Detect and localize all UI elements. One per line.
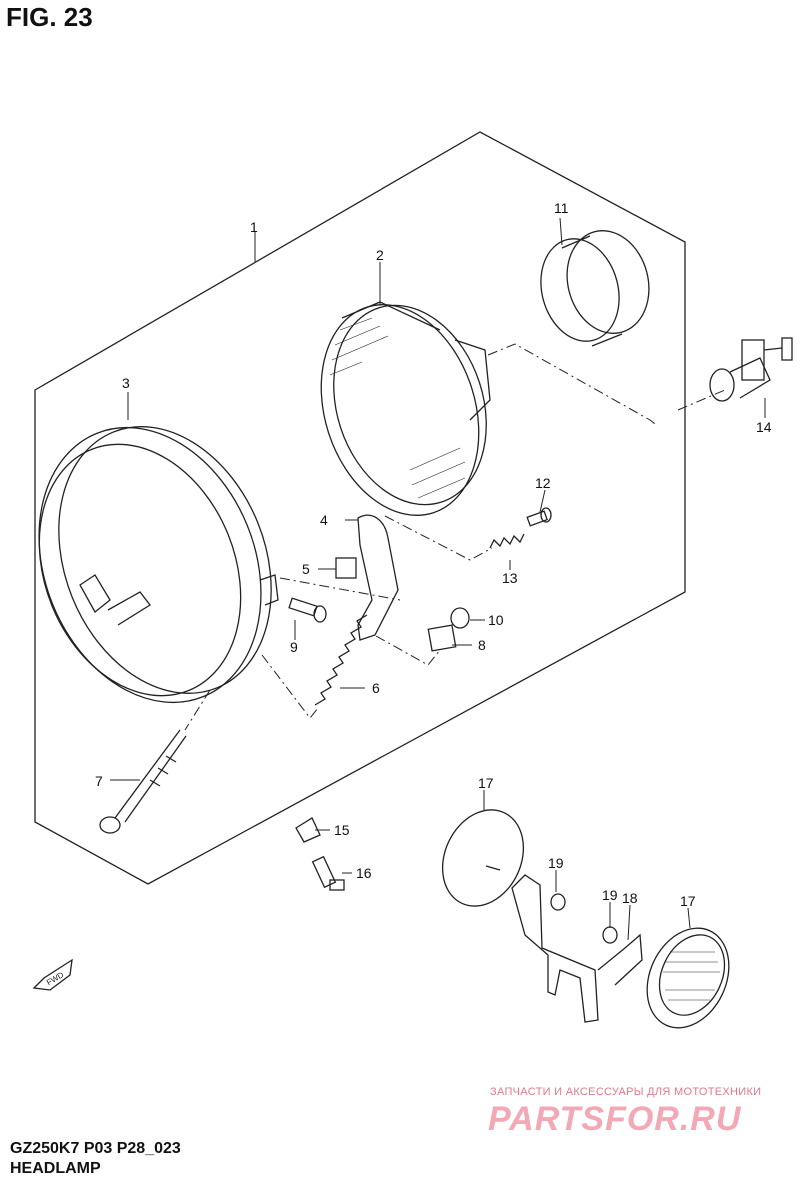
spring-6 [314,614,368,706]
spring-13 [489,533,525,549]
bulb-cover [540,230,650,347]
callout-7: 7 [95,773,103,789]
callout-13: 13 [502,570,518,586]
bulb [709,337,793,402]
callout-17-right: 17 [680,893,696,909]
reflector-17-left [441,809,525,907]
bolt-16 [311,855,345,891]
callout-15: 15 [334,822,350,838]
callout-3: 3 [122,375,130,391]
watermark-caption: ЗАПЧАСТИ И АКСЕССУАРЫ ДЛЯ МОТОТЕХНИКИ [490,1086,762,1098]
callout-19-bottom: 19 [602,887,618,903]
nut-5 [335,557,357,579]
callout-8: 8 [478,637,486,653]
callout-17-left: 17 [478,775,494,791]
adjusting-screw-7 [99,729,187,834]
leader-lines [110,217,766,941]
bracket-18 [511,874,599,1023]
headlamp-rim [38,426,279,704]
callout-12: 12 [535,475,551,491]
grommet-15 [295,817,321,843]
callout-16: 16 [356,865,372,881]
callout-11: 11 [554,200,569,216]
callout-18: 18 [622,890,638,906]
callout-2: 2 [376,247,384,263]
callout-6: 6 [372,680,380,696]
figure-title: FIG. 23 [6,2,93,32]
callout-10: 10 [488,612,504,628]
assembly-box [34,131,686,885]
part-name: HEADLAMP [10,1160,101,1177]
screw-9 [288,597,327,623]
callout-9: 9 [290,639,298,655]
fwd-arrow-icon [32,958,73,991]
nut-19b [602,926,618,944]
callout-19-top: 19 [548,855,564,871]
callout-14: 14 [756,419,772,435]
callout-1: 1 [250,219,258,235]
screw-12 [526,507,552,527]
watermark-logo: PARTSFOR.RU [488,1100,742,1138]
model-code: GZ250K7 P03 P28_023 [10,1140,181,1157]
callout-5: 5 [302,561,310,577]
nut-10 [450,607,470,629]
callout-4: 4 [320,512,328,528]
adjuster-bracket [357,514,399,641]
reflector-17-right [646,927,730,1029]
headlamp-unit [320,301,491,516]
clip-8 [427,624,457,652]
nut-19a [550,893,566,911]
